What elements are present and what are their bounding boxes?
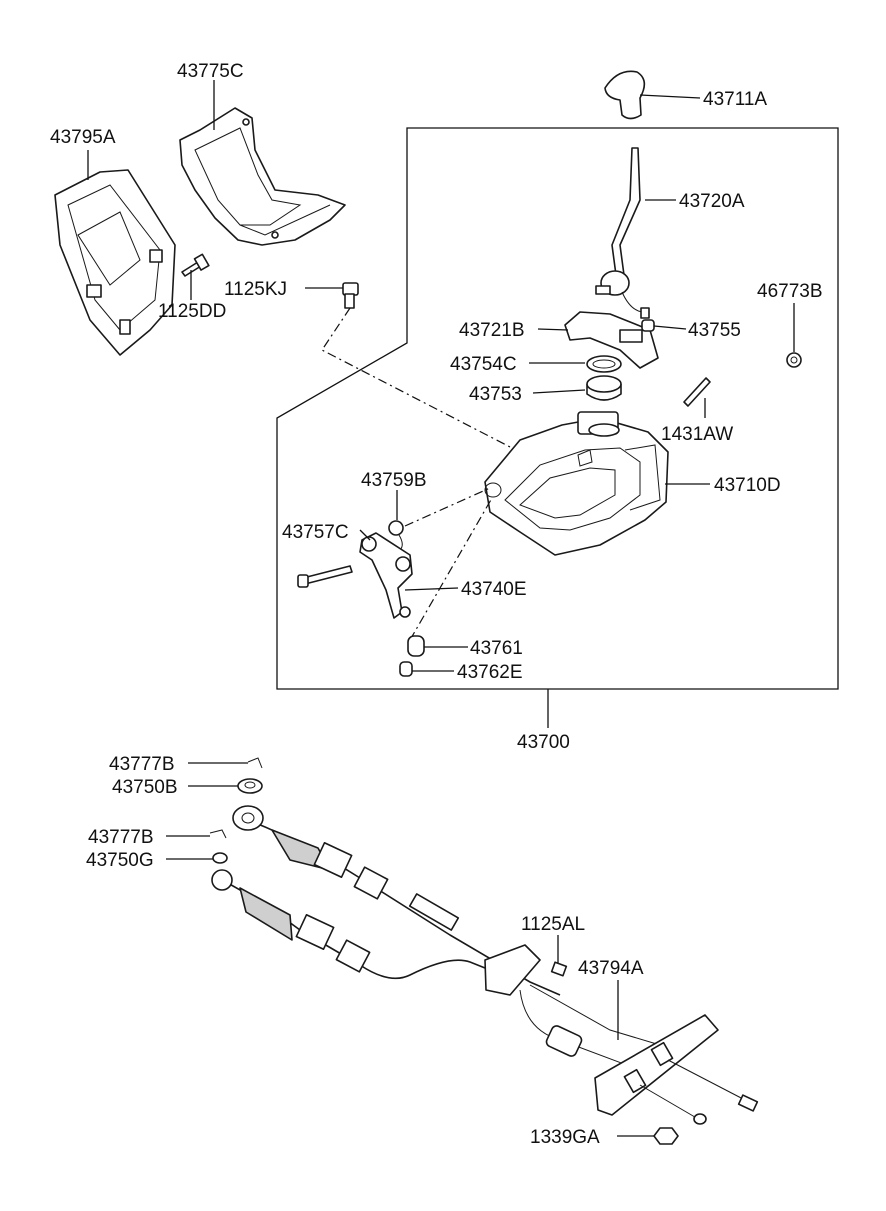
label-43711a: 43711A (703, 89, 767, 110)
label-43710d: 43710D (714, 475, 781, 496)
label-43777b-upper: 43777B (109, 754, 175, 775)
washer-43750b-drawing (237, 778, 263, 794)
label-43755: 43755 (688, 320, 741, 341)
label-43777b-lower: 43777B (88, 827, 154, 848)
label-1431aw: 1431AW (661, 424, 733, 445)
nut-1339ga-drawing (653, 1127, 679, 1145)
label-43750g: 43750G (86, 850, 154, 871)
label-43795a: 43795A (50, 127, 116, 148)
bolt-1125kj-drawing (342, 282, 359, 309)
knob-43711a-drawing (604, 70, 646, 120)
label-43721b: 43721B (459, 320, 525, 341)
label-43794a: 43794A (578, 958, 644, 979)
assembly-outline (276, 127, 839, 690)
bushing-43755-drawing (641, 319, 655, 332)
label-43757c: 43757C (282, 522, 349, 543)
bracket-43795a-drawing (54, 169, 176, 356)
bolt-1125dd-drawing (181, 253, 210, 277)
bolt-43757c-drawing (297, 565, 353, 588)
bushing-43753-drawing (586, 375, 622, 401)
label-43762e: 43762E (457, 662, 523, 683)
label-43753: 43753 (469, 384, 522, 405)
dashline-1125kj (321, 307, 513, 449)
label-46773b: 46773B (757, 281, 823, 302)
leader-lines (87, 80, 795, 1137)
label-1125al: 1125AL (521, 914, 585, 935)
label-43750b: 43750B (112, 777, 178, 798)
bushing-43761-drawing (407, 635, 425, 657)
label-43740e: 43740E (461, 579, 527, 600)
label-43775c: 43775C (177, 61, 244, 82)
bracket-43775c-drawing (179, 107, 346, 246)
arm-43740e-drawing (359, 532, 413, 619)
dashline-43740e (409, 497, 493, 641)
pin-43762e-drawing (399, 661, 413, 677)
dashline-43759b (404, 487, 491, 527)
label-43720a: 43720A (679, 191, 745, 212)
label-1339ga: 1339GA (530, 1127, 600, 1148)
pin-1431aw-drawing (683, 377, 711, 407)
label-43761: 43761 (470, 638, 523, 659)
label-43759b: 43759B (361, 470, 427, 491)
clip-43777b-lower-drawing (209, 829, 227, 839)
label-1125kj: 1125KJ (224, 279, 287, 300)
label-43700: 43700 (517, 732, 570, 753)
lever-43720a-drawing (595, 147, 650, 319)
housing-43721b-drawing (564, 311, 659, 369)
washer-43750g-drawing (212, 852, 228, 864)
cable-assembly-drawing (211, 805, 759, 1125)
label-43754c: 43754C (450, 354, 517, 375)
clip-43777b-upper-drawing (247, 757, 263, 769)
base-43710d-drawing (484, 411, 669, 556)
label-1125dd: 1125DD (158, 301, 226, 322)
bolt-1125al-drawing (550, 961, 568, 977)
clip-46773b-drawing (786, 352, 802, 368)
ring-43754c-drawing (586, 355, 622, 373)
